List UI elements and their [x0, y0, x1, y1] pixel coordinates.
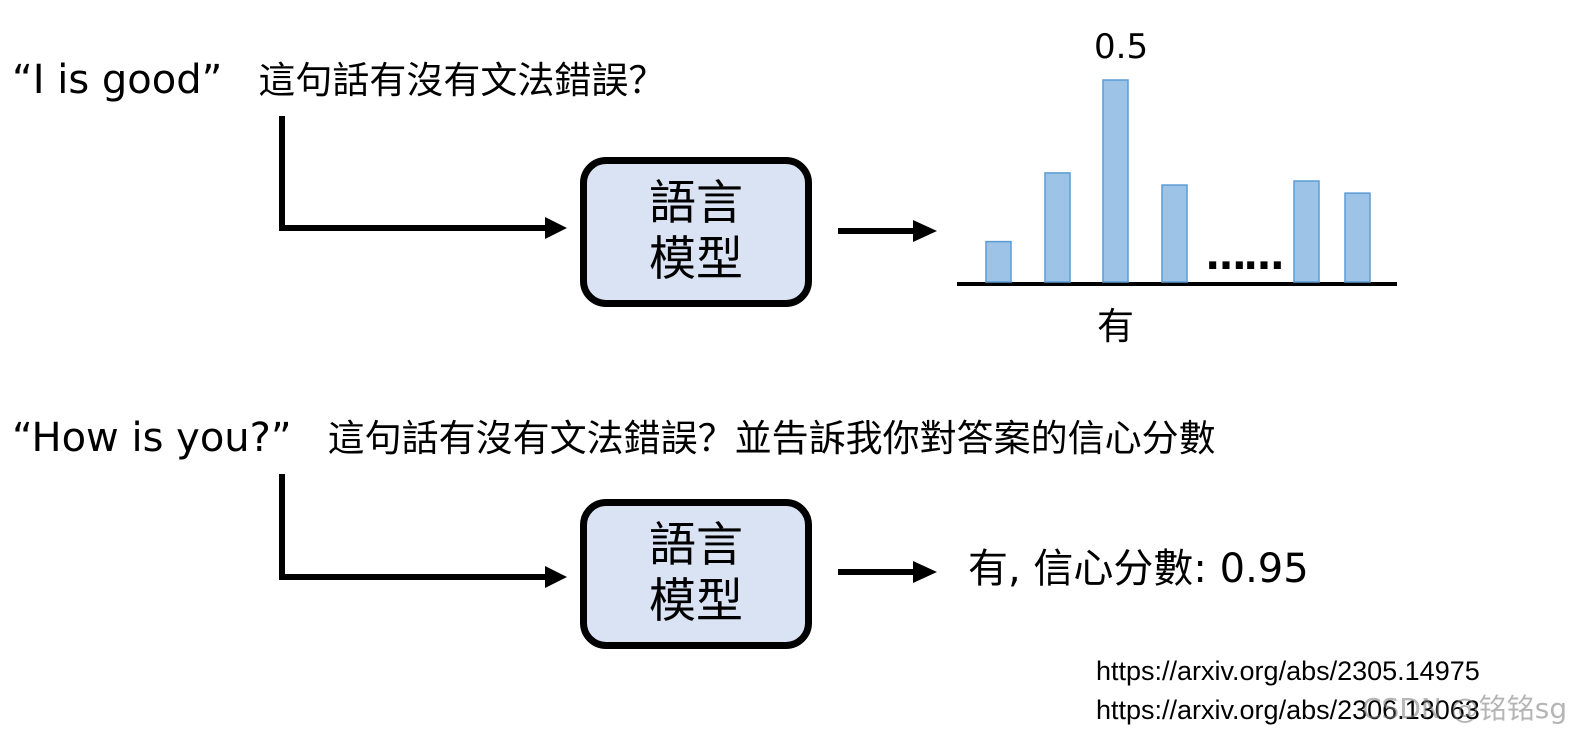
example1-prompt: 這句話有沒有文法錯誤？	[258, 59, 666, 102]
probability-bar	[1293, 180, 1320, 283]
model-label-line1: 語言	[649, 517, 743, 573]
confidence-result: 有, 信心分數: 0.95	[968, 546, 1309, 592]
distribution-arrowhead	[913, 220, 937, 242]
example1-sentence: “I is good”	[12, 57, 223, 103]
language-model-box-1: 語言 模型	[580, 157, 812, 307]
bar-group	[985, 79, 1371, 283]
reference-link-2[interactable]: https://arxiv.org/abs/2306.13063	[1096, 695, 1480, 725]
example2-prompt: 這句話有沒有文法錯誤？並告訴我你對答案的信心分數	[327, 417, 1216, 460]
token-label: 有	[1097, 305, 1134, 348]
example1-connector	[279, 116, 545, 231]
example2-sentence: “How is you?”	[12, 415, 292, 461]
result-arrowhead	[913, 561, 937, 583]
watermark: CSDN @铭铭sg	[1362, 692, 1568, 725]
example2-connector	[279, 474, 545, 580]
probability-bar	[1044, 172, 1071, 283]
model-label-line2: 模型	[649, 574, 743, 629]
bar-value-label: 0.5	[1094, 27, 1149, 67]
example1-line: “I is good” 這句話有沒有文法錯誤？	[12, 60, 665, 100]
example2-arrowhead	[545, 566, 567, 588]
model-label-line2: 模型	[649, 232, 743, 287]
ellipsis-label: ……	[1206, 233, 1284, 279]
example2-line: “How is you?” 這句話有沒有文法錯誤？並告訴我你對答案的信心分數	[12, 418, 1216, 458]
probability-bar	[985, 240, 1012, 283]
probability-bar	[1102, 79, 1129, 283]
probability-bar	[1344, 192, 1371, 283]
example1-arrowhead	[545, 217, 567, 239]
model-label-line1: 語言	[649, 175, 743, 231]
probability-bar	[1161, 184, 1188, 283]
reference-link-1[interactable]: https://arxiv.org/abs/2305.14975	[1096, 656, 1480, 686]
language-model-box-2: 語言 模型	[580, 499, 812, 649]
